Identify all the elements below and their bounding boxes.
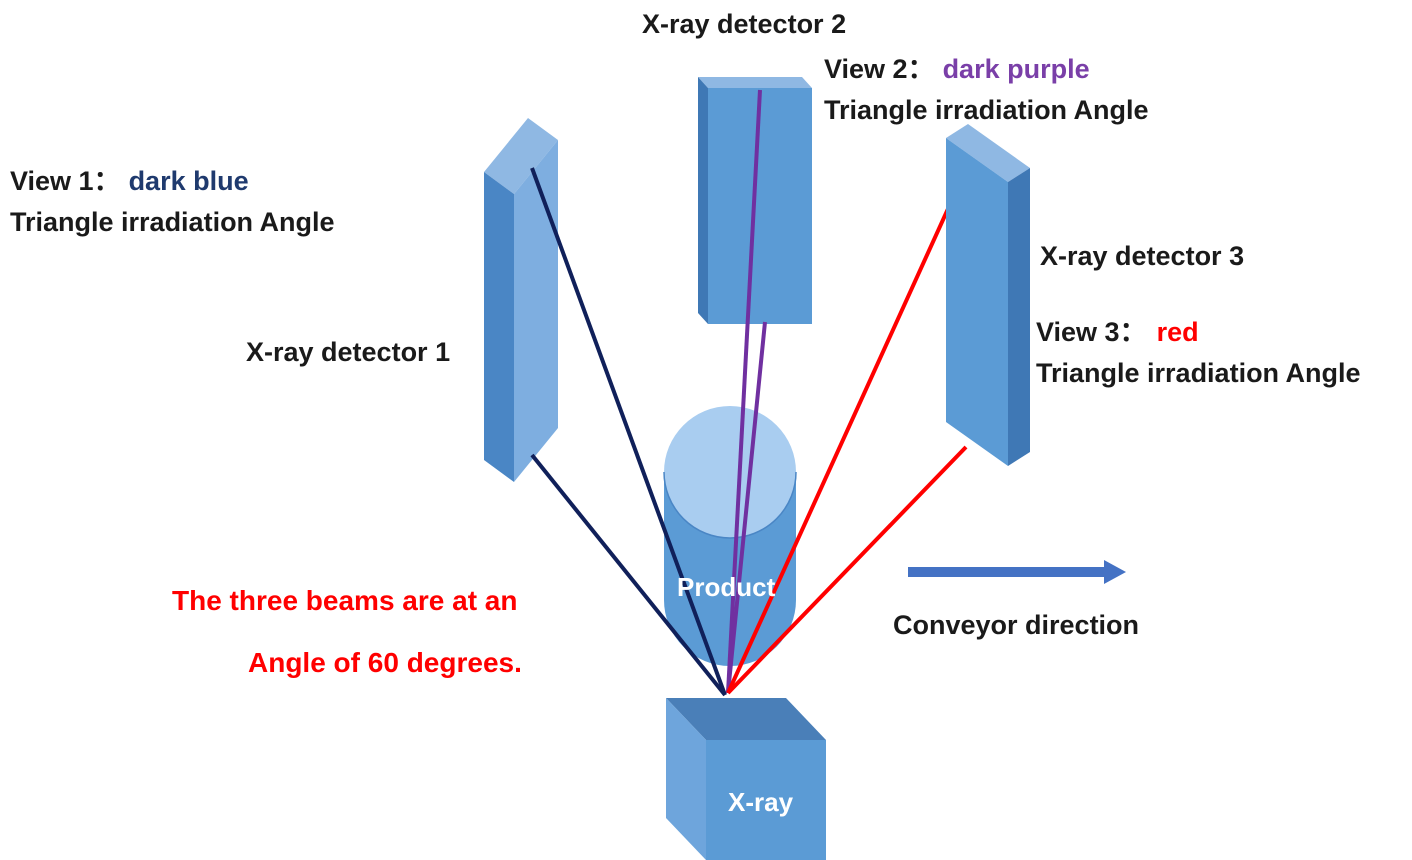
- beams-view-1: [530, 167, 727, 697]
- xray-detector-1: [484, 118, 558, 482]
- view-3-caption: Triangle irradiation Angle: [1036, 358, 1361, 388]
- view-3-heading: View 3： red: [1036, 319, 1199, 346]
- view-2-caption: Triangle irradiation Angle: [824, 95, 1149, 125]
- xray-source-box: [666, 698, 826, 860]
- view-1-caption: Triangle irradiation Angle: [10, 207, 335, 237]
- view-2-color-name: dark purple: [942, 54, 1090, 84]
- view-2-heading: View 2：dark purple: [824, 56, 1090, 83]
- note-line-1: The three beams are at an: [172, 585, 518, 616]
- note-line-2: Angle of 60 degrees.: [248, 647, 522, 678]
- detector-2-label: X-ray detector 2: [642, 9, 847, 39]
- xray-detector-3: [946, 124, 1030, 466]
- beams-view-3: [726, 166, 969, 695]
- product-label: Product: [677, 572, 776, 602]
- beams-view-2: [726, 89, 767, 694]
- conveyor-direction-label: Conveyor direction: [893, 610, 1140, 640]
- view-1-heading: View 1：dark blue: [10, 168, 249, 195]
- view-1-prefix: View 1：: [10, 166, 121, 196]
- view-1-color-name: dark blue: [128, 166, 249, 196]
- conveyor-arrow: [908, 560, 1126, 584]
- view-3-prefix: View 3：: [1036, 317, 1147, 347]
- view-2-prefix: View 2：: [824, 54, 935, 84]
- detector-3-label: X-ray detector 3: [1040, 241, 1245, 271]
- view-3-color-name: red: [1156, 317, 1199, 347]
- xray-source-label: X-ray: [728, 787, 794, 817]
- detector-1-label: X-ray detector 1: [246, 337, 451, 367]
